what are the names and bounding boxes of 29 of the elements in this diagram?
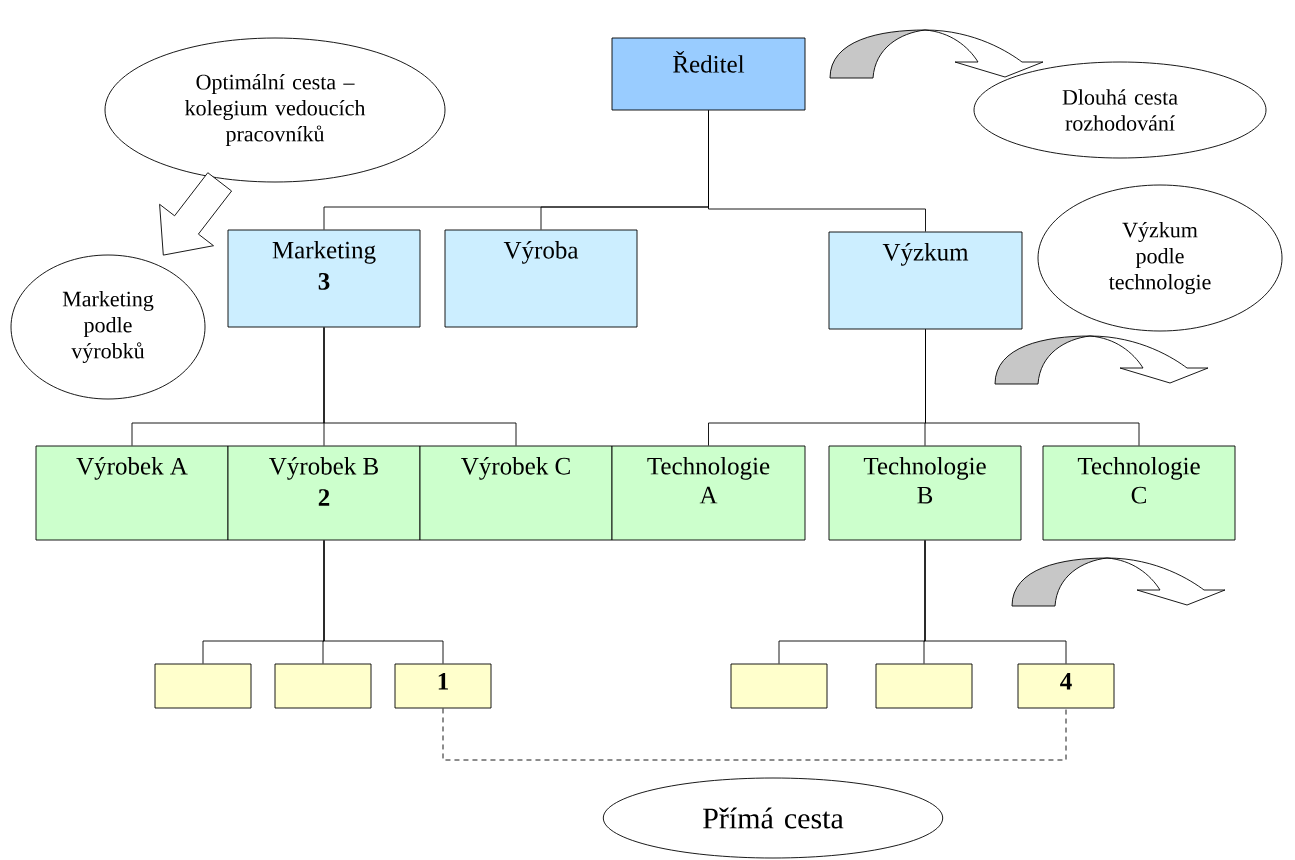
ellipse-note: Přímá cesta [602,777,944,859]
dashed-connector [442,708,1067,761]
org-chart-box: Výrobek A [35,445,229,541]
org-chart-box: Technologie C [1042,445,1236,541]
connector-line [925,329,1140,446]
org-chart-box: Technologie A [611,445,806,541]
org-chart-box [154,663,252,709]
connector-line [708,110,926,232]
block-arrow [159,172,233,256]
org-chart-box: Výroba [444,229,638,328]
org-chart-box: Ředitel [611,37,806,111]
org-chart-box: 4 [1017,663,1115,709]
ellipse-note: Dlouhá cesta rozhodování [973,61,1267,159]
connector-line [323,540,444,664]
org-chart-box [274,663,372,709]
connector-line [323,327,517,446]
connector-line [924,540,1067,664]
org-chart-box: 1 [394,663,492,709]
org-chart-box [730,663,828,709]
org-chart-box: Výzkum [828,231,1023,330]
org-chart-box: Výrobek C [419,445,613,541]
ellipse-note: Optimální cesta – kolegium vedoucích pracovníků [104,37,446,183]
ellipse-note: Výzkum podle technologie [1037,184,1283,332]
ellipse-note: Marketing podle výrobků [10,254,206,400]
org-chart-box: Technologie B [828,445,1022,541]
org-chart-box: Marketing 3 [227,229,421,328]
org-chart-box [875,663,973,709]
org-chart-box: Výrobek B 2 [227,445,421,541]
curved-arrow [829,29,1044,79]
